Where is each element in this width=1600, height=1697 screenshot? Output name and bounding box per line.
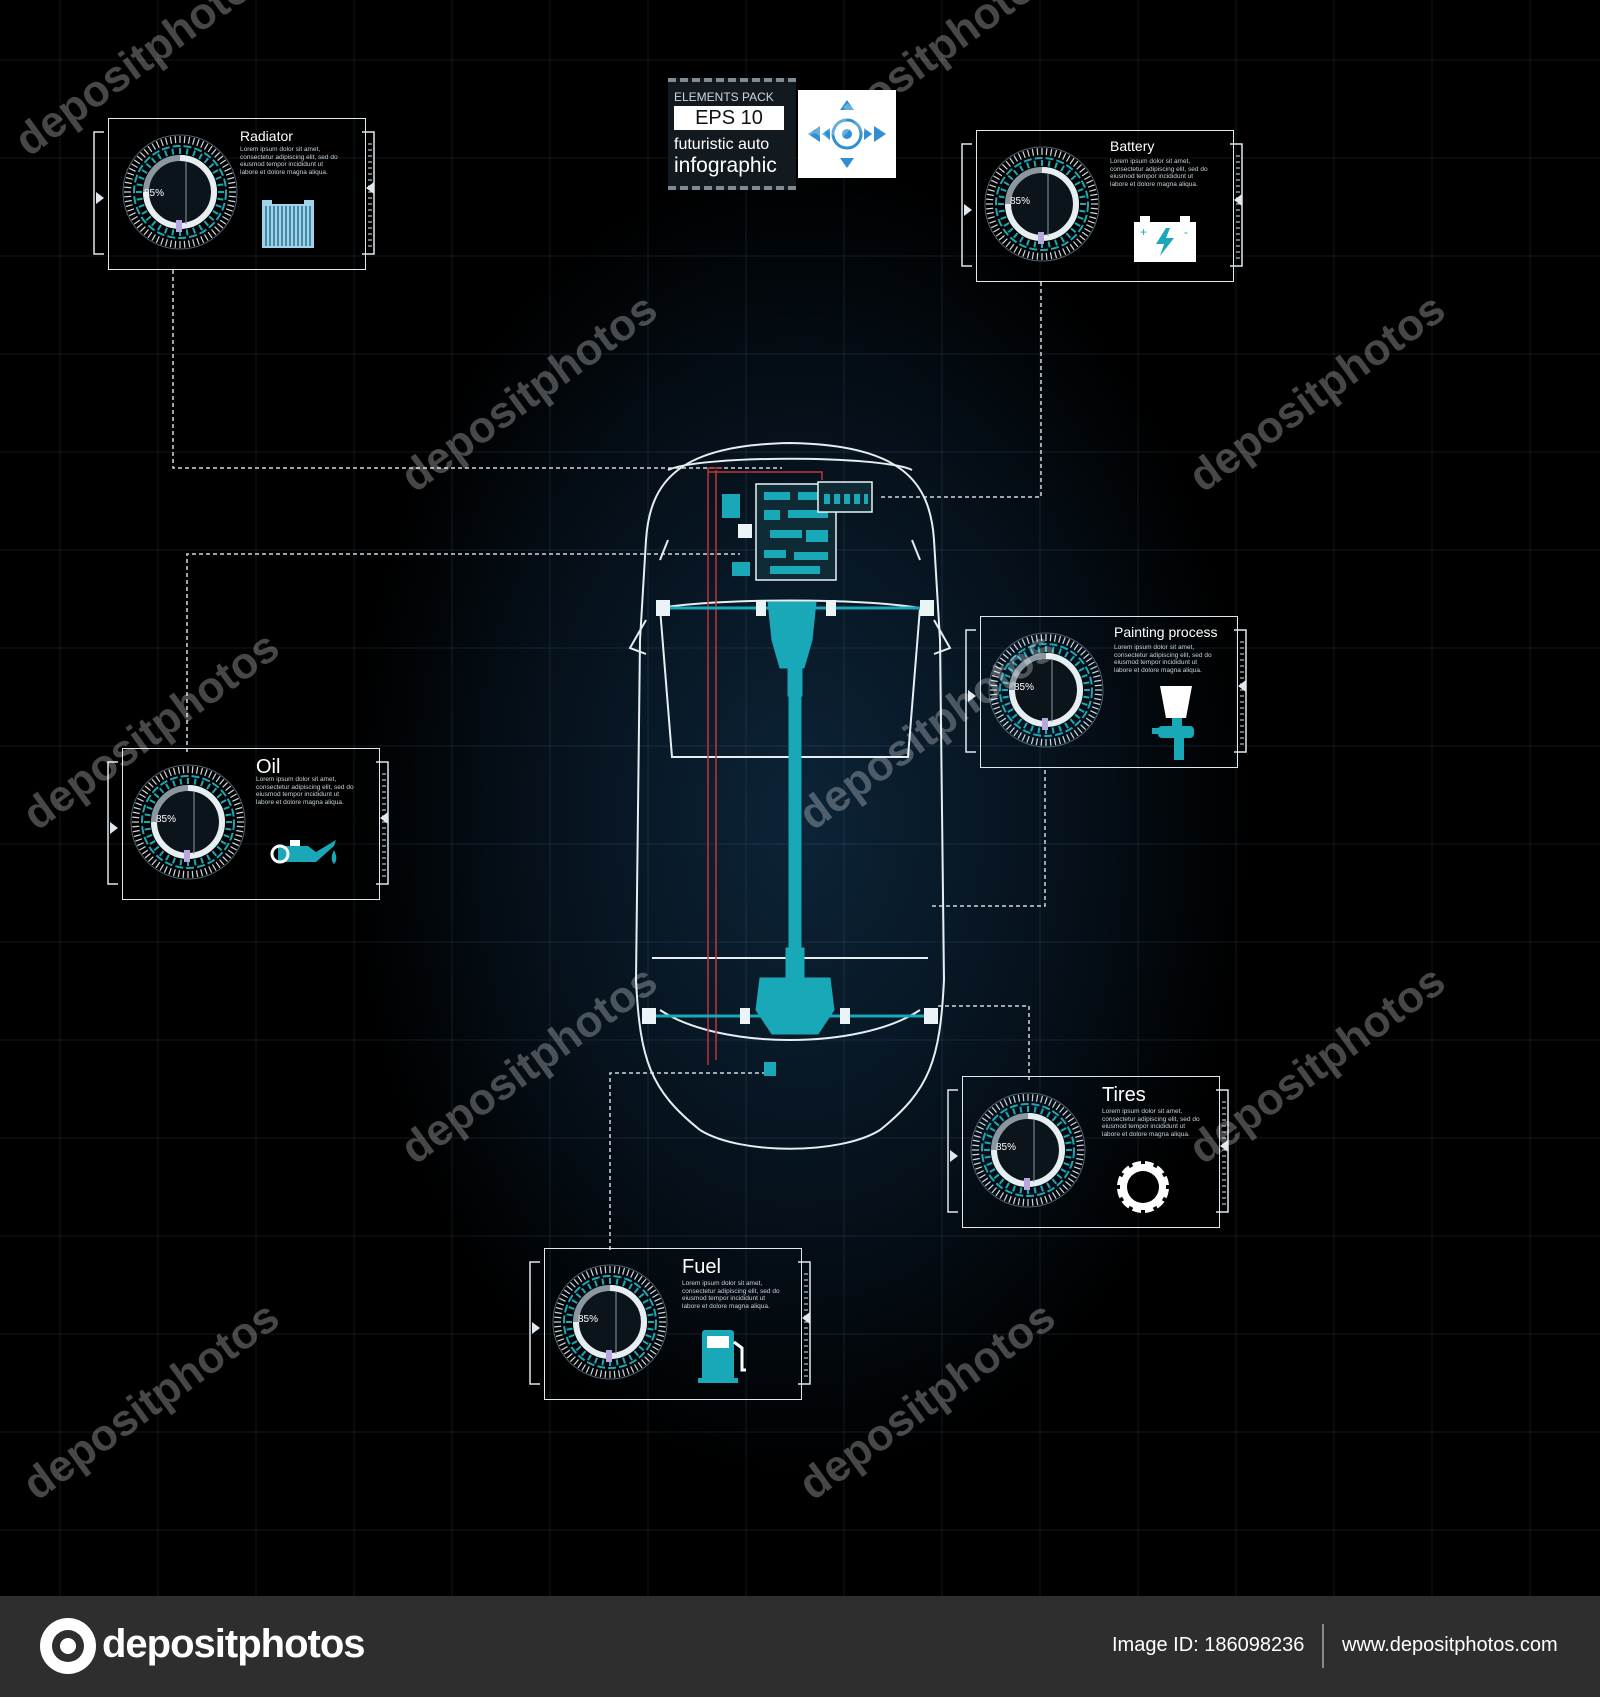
panel-frame bbox=[544, 1248, 802, 1400]
panel-brackets bbox=[529, 1261, 811, 1385]
footer-divider bbox=[1322, 1624, 1324, 1668]
panel-frame bbox=[122, 748, 380, 900]
panel-title: Tires bbox=[1102, 1084, 1146, 1106]
panel-title: Fuel bbox=[682, 1256, 721, 1278]
oil-can-icon bbox=[268, 832, 340, 877]
panel-title: Oil bbox=[256, 756, 281, 778]
panel-frame bbox=[962, 1076, 1220, 1228]
badge-emblem bbox=[798, 90, 896, 178]
panel-battery: 85% Battery Lorem ipsum dolor sit amet, … bbox=[958, 130, 1254, 286]
engine-block bbox=[722, 481, 873, 581]
panel-frame bbox=[108, 118, 366, 270]
badge-text-block: ELEMENTS PACK EPS 10 futuristic auto inf… bbox=[668, 78, 796, 190]
panel-description: Lorem ipsum dolor sit amet, consectetur … bbox=[1114, 644, 1212, 674]
panel-brackets bbox=[965, 629, 1247, 753]
percentage-gauge bbox=[128, 762, 248, 887]
badge-pack-label: ELEMENTS PACK bbox=[674, 90, 774, 104]
radiator-icon bbox=[260, 198, 316, 255]
panel-frame bbox=[976, 130, 1234, 282]
panel-description: Lorem ipsum dolor sit amet, consectetur … bbox=[256, 776, 354, 806]
percentage-gauge bbox=[968, 1090, 1088, 1215]
panel-tires: 85% Tires Lorem ipsum dolor sit amet, co… bbox=[944, 1076, 1240, 1232]
gauge-percent: 85% bbox=[156, 814, 177, 825]
panel-title: Radiator bbox=[240, 128, 293, 144]
footer-logo-text: depositphotos bbox=[102, 1622, 366, 1666]
gauge-percent: 85% bbox=[1010, 196, 1031, 207]
percentage-gauge bbox=[120, 132, 240, 257]
percentage-gauge bbox=[986, 630, 1106, 755]
site-link[interactable]: www.depositphotos.com bbox=[1342, 1634, 1558, 1656]
panel-oil: 85% Oil Lorem ipsum dolor sit amet, cons… bbox=[104, 748, 400, 904]
gauge-percent: 85% bbox=[996, 1142, 1017, 1153]
car-diagram bbox=[172, 270, 1046, 1250]
panel-radiator: 85% Radiator Lorem ipsum dolor sit amet,… bbox=[90, 118, 380, 274]
badge-line-2: infographic bbox=[674, 154, 777, 177]
panel-brackets bbox=[961, 143, 1243, 267]
painting-connector bbox=[932, 770, 1046, 907]
panel-title: Painting process bbox=[1114, 624, 1218, 640]
gauge-percent: 85% bbox=[144, 188, 165, 199]
panel-fuel: 85% Fuel Lorem ipsum dolor sit amet, con… bbox=[526, 1248, 822, 1404]
percentage-gauge bbox=[550, 1262, 670, 1387]
connector-lines bbox=[172, 270, 1046, 1250]
panel-description: Lorem ipsum dolor sit amet, consectetur … bbox=[1102, 1108, 1200, 1138]
svg-text:-: - bbox=[1184, 225, 1188, 239]
panel-description: Lorem ipsum dolor sit amet, consectetur … bbox=[682, 1280, 780, 1310]
percentage-gauge bbox=[982, 144, 1102, 269]
gauge-percent: 85% bbox=[578, 1314, 599, 1325]
gauge-percent: 85% bbox=[1014, 682, 1035, 693]
panel-description: Lorem ipsum dolor sit amet, consectetur … bbox=[1110, 158, 1208, 188]
panel-brackets bbox=[947, 1089, 1229, 1213]
snowflake-chevrons-icon bbox=[808, 100, 886, 168]
fuel-connector bbox=[609, 1072, 770, 1250]
panel-brackets bbox=[93, 131, 375, 255]
wiring bbox=[707, 467, 823, 1065]
drivetrain bbox=[642, 600, 938, 1076]
footer-bar: depositphotos Image ID: 186098236 www.de… bbox=[0, 1596, 1600, 1697]
battery-connector bbox=[880, 282, 1042, 498]
image-id-label: Image ID: 186098236 bbox=[1112, 1634, 1305, 1656]
title-badge: ELEMENTS PACK EPS 10 futuristic auto inf… bbox=[668, 78, 912, 190]
badge-eps-label: EPS 10 bbox=[674, 106, 784, 130]
radiator-connector bbox=[172, 270, 782, 469]
panel-painting: 85% Painting process Lorem ipsum dolor s… bbox=[962, 616, 1258, 772]
panel-frame bbox=[980, 616, 1238, 768]
battery-icon: +- bbox=[1132, 214, 1198, 269]
fuel-pump-icon bbox=[698, 1326, 750, 1389]
panel-title: Battery bbox=[1110, 138, 1155, 154]
tires-connector bbox=[935, 1005, 1030, 1080]
camera-logo-icon bbox=[40, 1618, 96, 1674]
svg-text:+: + bbox=[1140, 225, 1147, 239]
panel-description: Lorem ipsum dolor sit amet, consectetur … bbox=[240, 146, 338, 176]
infographic-stage: ELEMENTS PACK EPS 10 futuristic auto inf… bbox=[0, 0, 1600, 1596]
panel-brackets bbox=[107, 761, 389, 885]
tire-icon bbox=[1114, 1158, 1172, 1221]
spray-gun-icon bbox=[1152, 682, 1200, 767]
oil-connector bbox=[186, 553, 740, 752]
badge-line-1: futuristic auto bbox=[674, 136, 770, 153]
